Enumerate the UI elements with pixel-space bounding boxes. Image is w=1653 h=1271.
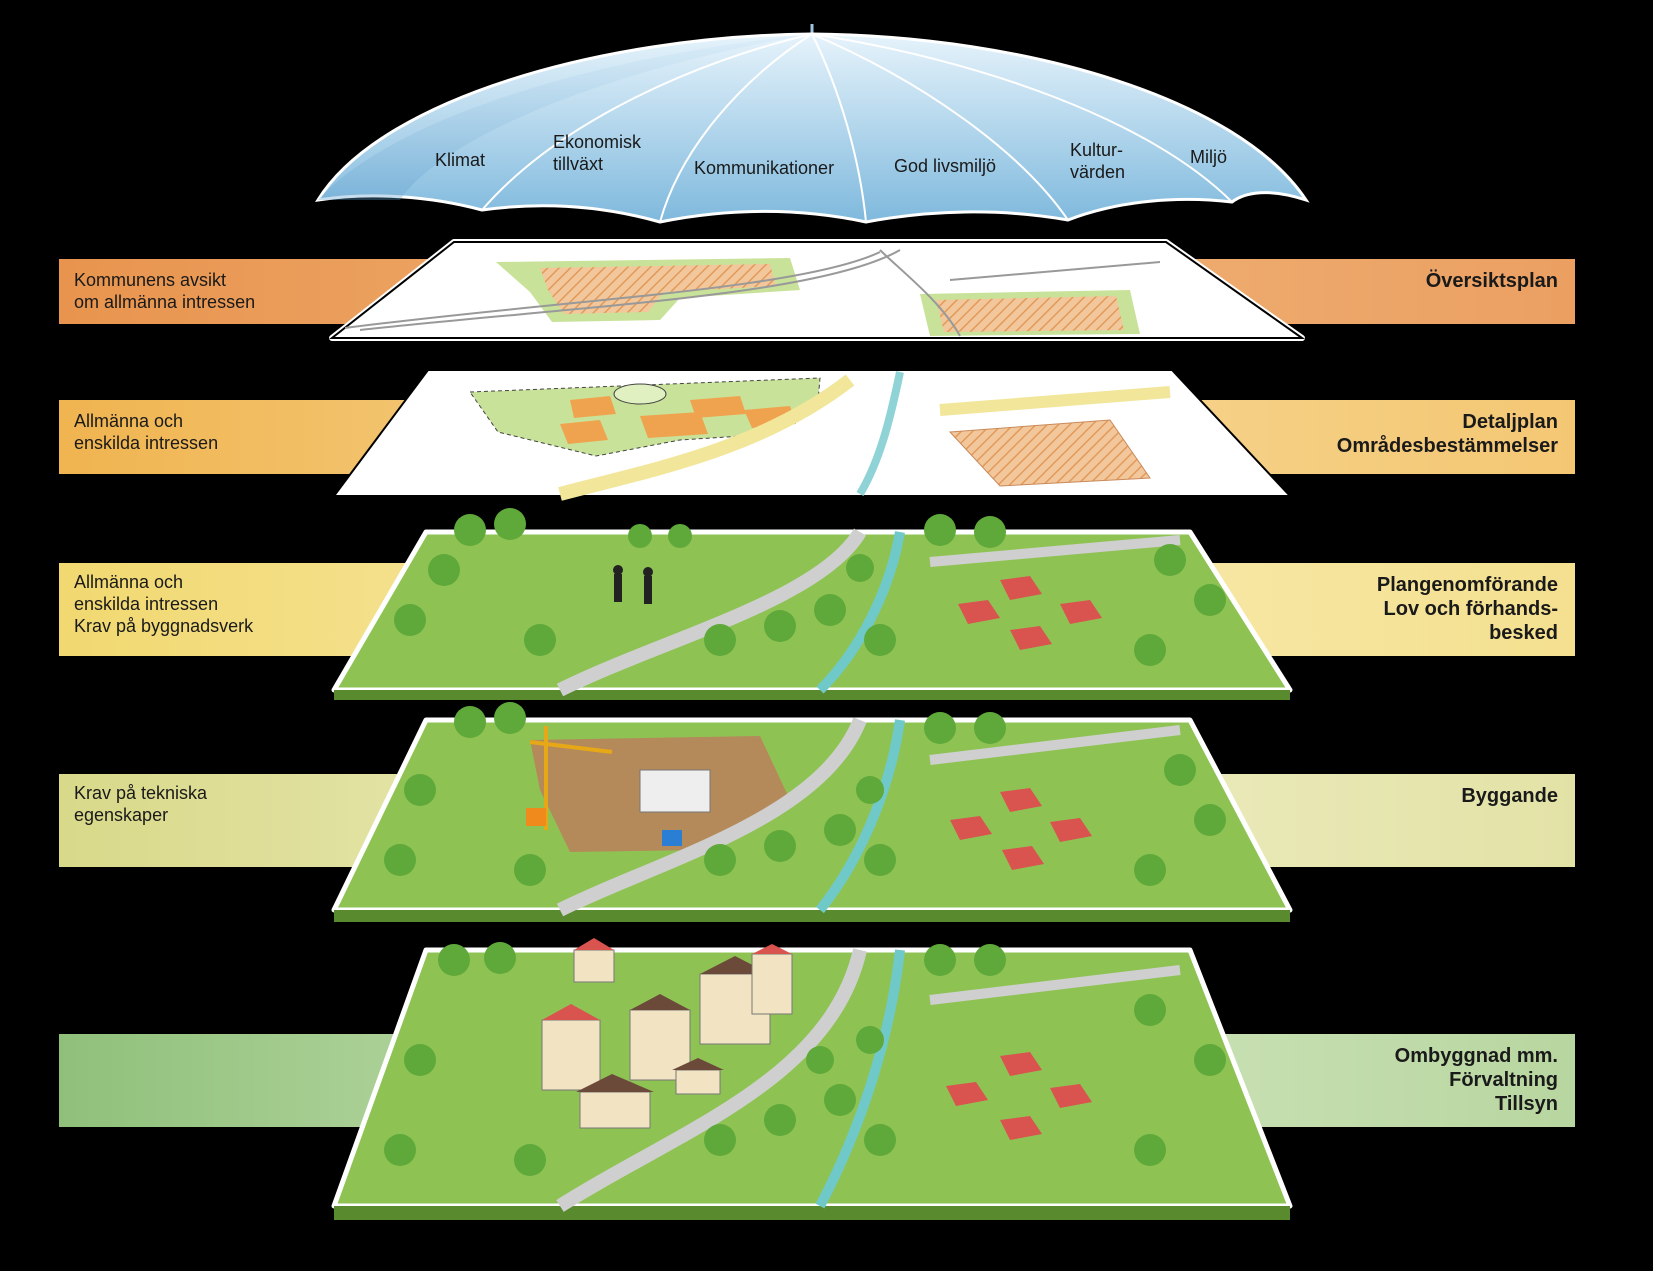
umbrella-label-miljo: Miljö [1190, 147, 1227, 167]
layer-map-detaljplan [334, 370, 1290, 496]
layer-landscape-byggande [334, 702, 1290, 922]
umbrella-label-livsmiljo: God livsmiljö [894, 156, 996, 176]
layer-landscape-plangenomforande [334, 508, 1290, 700]
umbrella-label-kommunikationer: Kommunikationer [694, 158, 834, 178]
umbrella-label-klimat: Klimat [435, 150, 485, 170]
layer-map-oversiktsplan [332, 242, 1302, 338]
layer-landscape-forvaltning [334, 938, 1290, 1220]
umbrella: Klimat Ekonomisk tillväxt Kommunikatione… [318, 24, 1306, 222]
